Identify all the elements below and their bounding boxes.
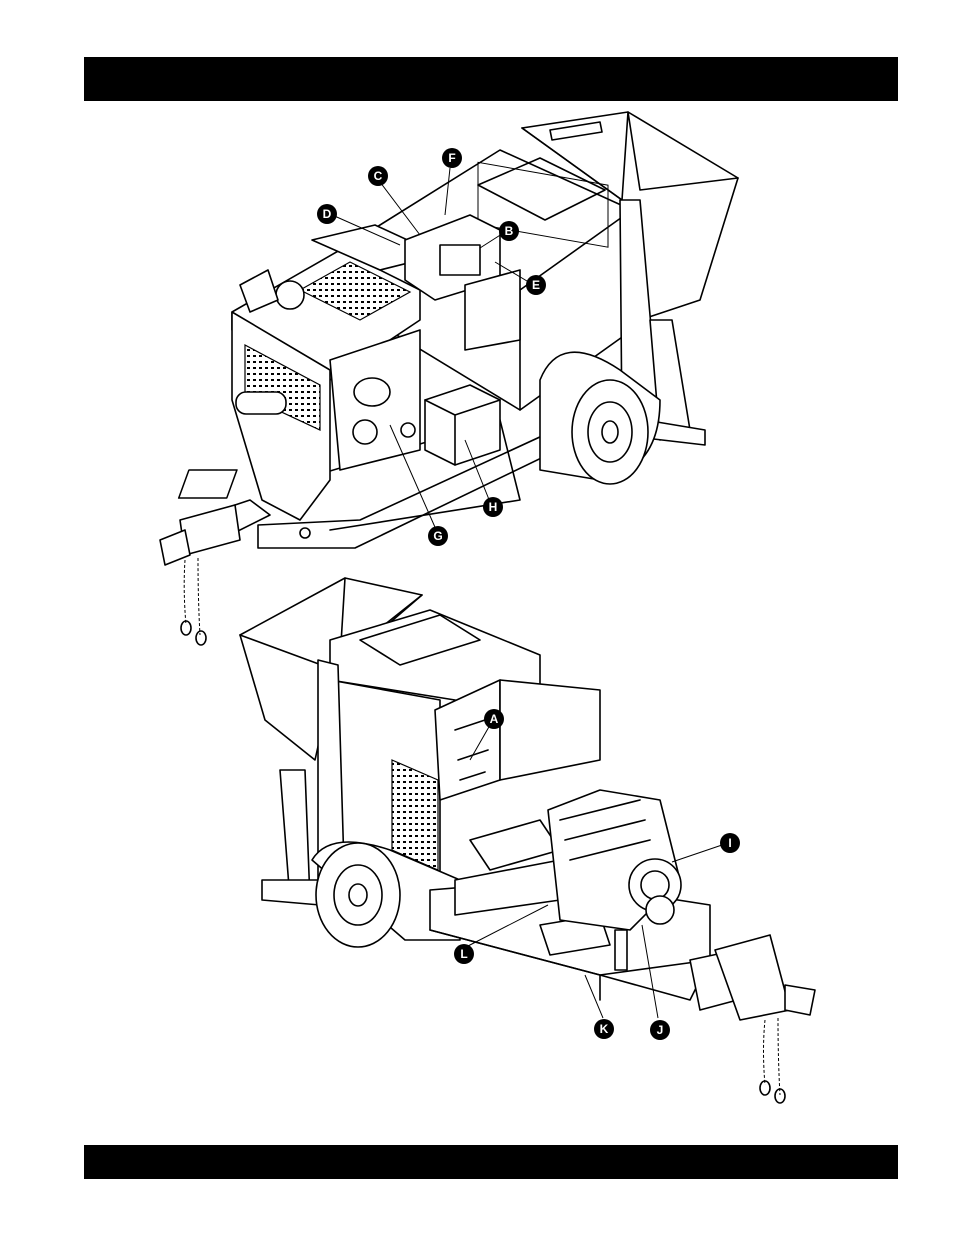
upper-trailer-drawing <box>160 112 738 645</box>
svg-text:F: F <box>448 151 455 165</box>
callout-L: L <box>454 944 474 964</box>
svg-text:J: J <box>657 1023 664 1037</box>
callout-F: F <box>442 148 462 168</box>
svg-text:L: L <box>460 947 467 961</box>
callout-I: I <box>720 833 740 853</box>
callout-H: H <box>483 497 503 517</box>
svg-text:B: B <box>505 224 514 238</box>
svg-text:A: A <box>490 712 499 726</box>
callout-E: E <box>526 275 546 295</box>
callout-D: D <box>317 204 337 224</box>
callout-G: G <box>428 526 448 546</box>
svg-text:I: I <box>728 836 731 850</box>
callout-C: C <box>368 166 388 186</box>
callout-K: K <box>594 1019 614 1039</box>
svg-text:K: K <box>600 1022 609 1036</box>
svg-text:E: E <box>532 278 540 292</box>
callout-B: B <box>499 221 519 241</box>
svg-text:D: D <box>323 207 332 221</box>
svg-text:G: G <box>433 529 442 543</box>
callout-A: A <box>484 709 504 729</box>
svg-text:H: H <box>489 500 498 514</box>
svg-text:C: C <box>374 169 383 183</box>
callout-J: J <box>650 1020 670 1040</box>
